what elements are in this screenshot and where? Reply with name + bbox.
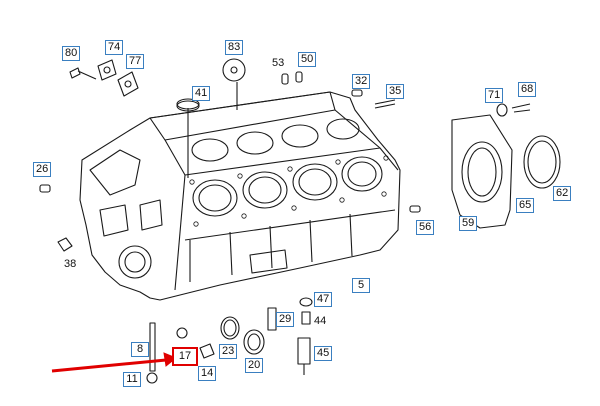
callout-83[interactable]: 83 [225, 40, 244, 55]
part-23-ring [220, 316, 240, 340]
callout-62[interactable]: 62 [553, 186, 572, 201]
callout-23[interactable]: 23 [219, 344, 238, 359]
callout-44[interactable]: 44 [314, 315, 327, 327]
callout-77[interactable]: 77 [126, 54, 145, 69]
part-56-dowel [409, 205, 421, 213]
part-29-sleeve [267, 307, 277, 331]
part-80-bolt [69, 67, 97, 80]
part-14-plug [199, 343, 215, 359]
cylinder-bores [191, 118, 383, 217]
part-38-plug [57, 237, 73, 252]
callout-29[interactable]: 29 [276, 312, 295, 327]
part-44-valve [301, 311, 311, 325]
callout-35[interactable]: 35 [386, 84, 405, 99]
part-50-pin [295, 71, 303, 83]
part-59-rear-cover [451, 114, 513, 229]
part-47-seal [299, 297, 313, 307]
callout-71[interactable]: 71 [485, 88, 504, 103]
callout-50[interactable]: 50 [298, 52, 317, 67]
callout-56[interactable]: 56 [416, 220, 435, 235]
callout-80[interactable]: 80 [62, 46, 81, 61]
part-83-cap [222, 58, 246, 82]
callout-5[interactable]: 5 [352, 278, 370, 293]
highlight-arrow [51, 352, 177, 373]
callout-20[interactable]: 20 [245, 358, 264, 373]
callout-45[interactable]: 45 [314, 346, 333, 361]
callout-59[interactable]: 59 [459, 216, 478, 231]
part-35-stud [374, 99, 396, 109]
part-77-gasket [117, 71, 139, 97]
callout-14[interactable]: 14 [198, 366, 217, 381]
part-62-seal [523, 135, 561, 189]
callout-32[interactable]: 32 [352, 74, 371, 89]
callout-53[interactable]: 53 [272, 57, 285, 69]
part-17-washer [176, 327, 188, 339]
callout-74[interactable]: 74 [105, 40, 124, 55]
part-41-ring [176, 100, 200, 112]
part-53-pin [281, 73, 289, 85]
part-20-ring [243, 329, 265, 355]
callout-68[interactable]: 68 [518, 82, 537, 97]
part-71-washer [496, 103, 508, 117]
part-26-plug [39, 184, 51, 193]
callout-8[interactable]: 8 [131, 342, 149, 357]
engine-block [79, 91, 401, 301]
part-68-bolt [511, 103, 531, 113]
deck-bolt-holes [189, 155, 389, 227]
callout-38[interactable]: 38 [64, 258, 77, 270]
part-45-sensor [297, 337, 311, 365]
callout-65[interactable]: 65 [516, 198, 535, 213]
callout-17[interactable]: 17 [172, 347, 198, 366]
part-11-nut [146, 372, 158, 384]
part-74-flange [97, 59, 117, 81]
callout-41[interactable]: 41 [192, 86, 211, 101]
part-32-dowel [351, 89, 363, 97]
callout-26[interactable]: 26 [33, 162, 52, 177]
part-8-stud [149, 322, 156, 372]
callout-47[interactable]: 47 [314, 292, 333, 307]
callout-11[interactable]: 11 [123, 372, 141, 387]
